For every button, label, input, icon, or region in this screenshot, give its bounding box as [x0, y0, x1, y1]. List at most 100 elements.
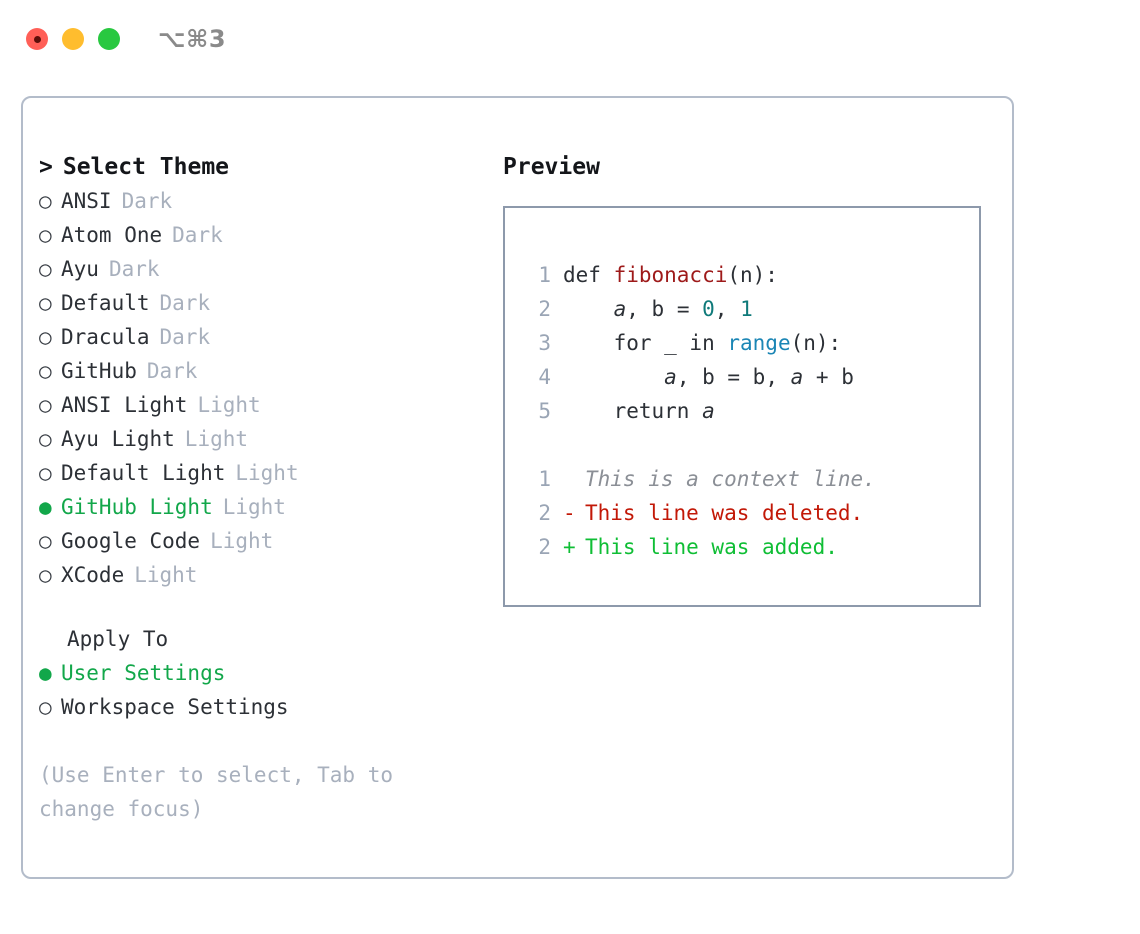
theme-option-xcode[interactable]: ○ XCode Light — [39, 558, 503, 592]
code-line-text: a, b = 0, 1 — [563, 292, 753, 326]
theme-option-name: ANSI Light — [61, 393, 188, 417]
code-token-var: a — [790, 365, 804, 389]
theme-option-tag: Dark — [159, 325, 211, 349]
theme-option-tag: Light — [235, 461, 299, 485]
diff-marker-icon — [563, 462, 585, 496]
diff-line-added: 2 + This line was added. — [519, 530, 979, 564]
select-theme-label: Select Theme — [62, 154, 230, 180]
diff-line-text: This line was added. — [585, 535, 838, 559]
code-line-text: a, b = b, a + b — [563, 360, 854, 394]
code-token-plain: for _ in — [563, 331, 728, 355]
code-line-number: 1 — [538, 263, 551, 287]
diff-marker-icon: - — [563, 501, 576, 525]
theme-option-google-code[interactable]: ○ Google Code Light — [39, 524, 503, 558]
code-token-var: a — [664, 365, 677, 389]
diff-line-text: This line was deleted. — [585, 501, 864, 525]
radio-unselected-icon: ○ — [39, 393, 52, 417]
theme-option-tag: Light — [134, 563, 198, 587]
diff-sample: 1 This is a context line.2-This line was… — [519, 462, 979, 564]
radio-unselected-icon: ○ — [39, 529, 52, 553]
apply-to-option-name: Workspace Settings — [61, 695, 289, 719]
code-token-plain: = — [664, 297, 703, 321]
code-line-number: 2 — [538, 297, 551, 321]
theme-option-name: XCode — [61, 563, 125, 587]
traffic-lights — [26, 28, 120, 50]
code-line: 1 def fibonacci(n): — [519, 258, 979, 292]
theme-option-tag: Light — [222, 495, 286, 519]
diff-line-content: This is a context line. — [563, 462, 876, 496]
theme-option-tag: Light — [210, 529, 274, 553]
theme-option-ansi-light[interactable]: ○ ANSI Light Light — [39, 388, 503, 422]
caret-icon: > — [39, 154, 53, 180]
theme-option-name: Default Light — [61, 461, 226, 485]
radio-unselected-icon: ○ — [39, 695, 52, 719]
theme-option-tag: Dark — [108, 257, 160, 281]
code-line-text: return a — [563, 394, 715, 428]
apply-to-label: Apply To — [67, 627, 169, 651]
code-token-plain: return — [563, 399, 703, 423]
theme-option-default[interactable]: ○ Default Dark — [39, 286, 503, 320]
keyboard-hint: (Use Enter to select, Tab to change focu… — [39, 763, 406, 821]
code-token-plain: (n): — [790, 331, 842, 355]
window-title: ⌥⌘3 — [158, 25, 227, 53]
radio-unselected-icon: ○ — [39, 563, 52, 587]
code-token-var: a — [702, 399, 715, 423]
theme-option-name: GitHub — [61, 359, 137, 383]
code-line-text: for _ in range(n): — [563, 326, 842, 360]
theme-option-tag: Dark — [159, 291, 211, 315]
code-line-number: 5 — [538, 399, 551, 423]
code-line: 3 for _ in range(n): — [519, 326, 979, 360]
theme-option-tag: Light — [197, 393, 261, 417]
code-token-kw: range — [727, 331, 791, 355]
minimize-button[interactable] — [62, 28, 84, 50]
theme-option-name: Default — [61, 291, 150, 315]
code-token-var: a — [613, 297, 627, 321]
code-line-number: 4 — [538, 365, 551, 389]
diff-line-text: This is a context line. — [585, 467, 876, 491]
theme-option-name: ANSI — [61, 189, 112, 213]
code-token-plain: b — [651, 297, 665, 321]
diff-line-content: -This line was deleted. — [563, 496, 863, 530]
radio-selected-icon: ● — [39, 495, 52, 519]
code-token-plain — [563, 297, 614, 321]
section-spacer — [39, 592, 503, 622]
radio-unselected-icon: ○ — [39, 427, 52, 451]
code-line: 2 a, b = 0, 1 — [519, 292, 979, 326]
code-token-plain: , — [714, 297, 741, 321]
theme-option-name: Atom One — [61, 223, 163, 247]
radio-unselected-icon: ○ — [39, 189, 52, 213]
apply-to-option-user-settings[interactable]: ● User Settings — [39, 656, 503, 690]
theme-option-tag: Dark — [172, 223, 223, 247]
theme-option-name: Google Code — [61, 529, 201, 553]
diff-marker-icon: + — [563, 535, 576, 559]
theme-option-ansi[interactable]: ○ ANSI Dark — [39, 184, 503, 218]
apply-to-option-name: User Settings — [61, 661, 226, 685]
titlebar: ⌥⌘3 — [0, 0, 1140, 78]
code-token-num: 1 — [740, 297, 753, 321]
radio-unselected-icon: ○ — [39, 291, 52, 315]
diff-line-number: 2 — [538, 501, 551, 525]
apply-to-option-workspace-settings[interactable]: ○ Workspace Settings — [39, 690, 503, 724]
diff-line-number: 2 — [538, 535, 551, 559]
theme-option-name: Dracula — [61, 325, 150, 349]
radio-selected-icon: ● — [39, 661, 52, 685]
code-line-number: 3 — [538, 331, 551, 355]
maximize-button[interactable] — [98, 28, 120, 50]
code-token-fn: fibonacci — [613, 263, 728, 287]
radio-unselected-icon: ○ — [39, 325, 52, 349]
code-token-plain: def — [563, 263, 614, 287]
code-line-text: def fibonacci(n): — [563, 258, 778, 292]
close-button[interactable] — [26, 28, 48, 50]
diff-line-content: + This line was added. — [563, 530, 838, 564]
theme-option-tag: Dark — [121, 189, 173, 213]
theme-option-dracula[interactable]: ○ Dracula Dark — [39, 320, 503, 354]
theme-option-name: Ayu — [61, 257, 99, 281]
